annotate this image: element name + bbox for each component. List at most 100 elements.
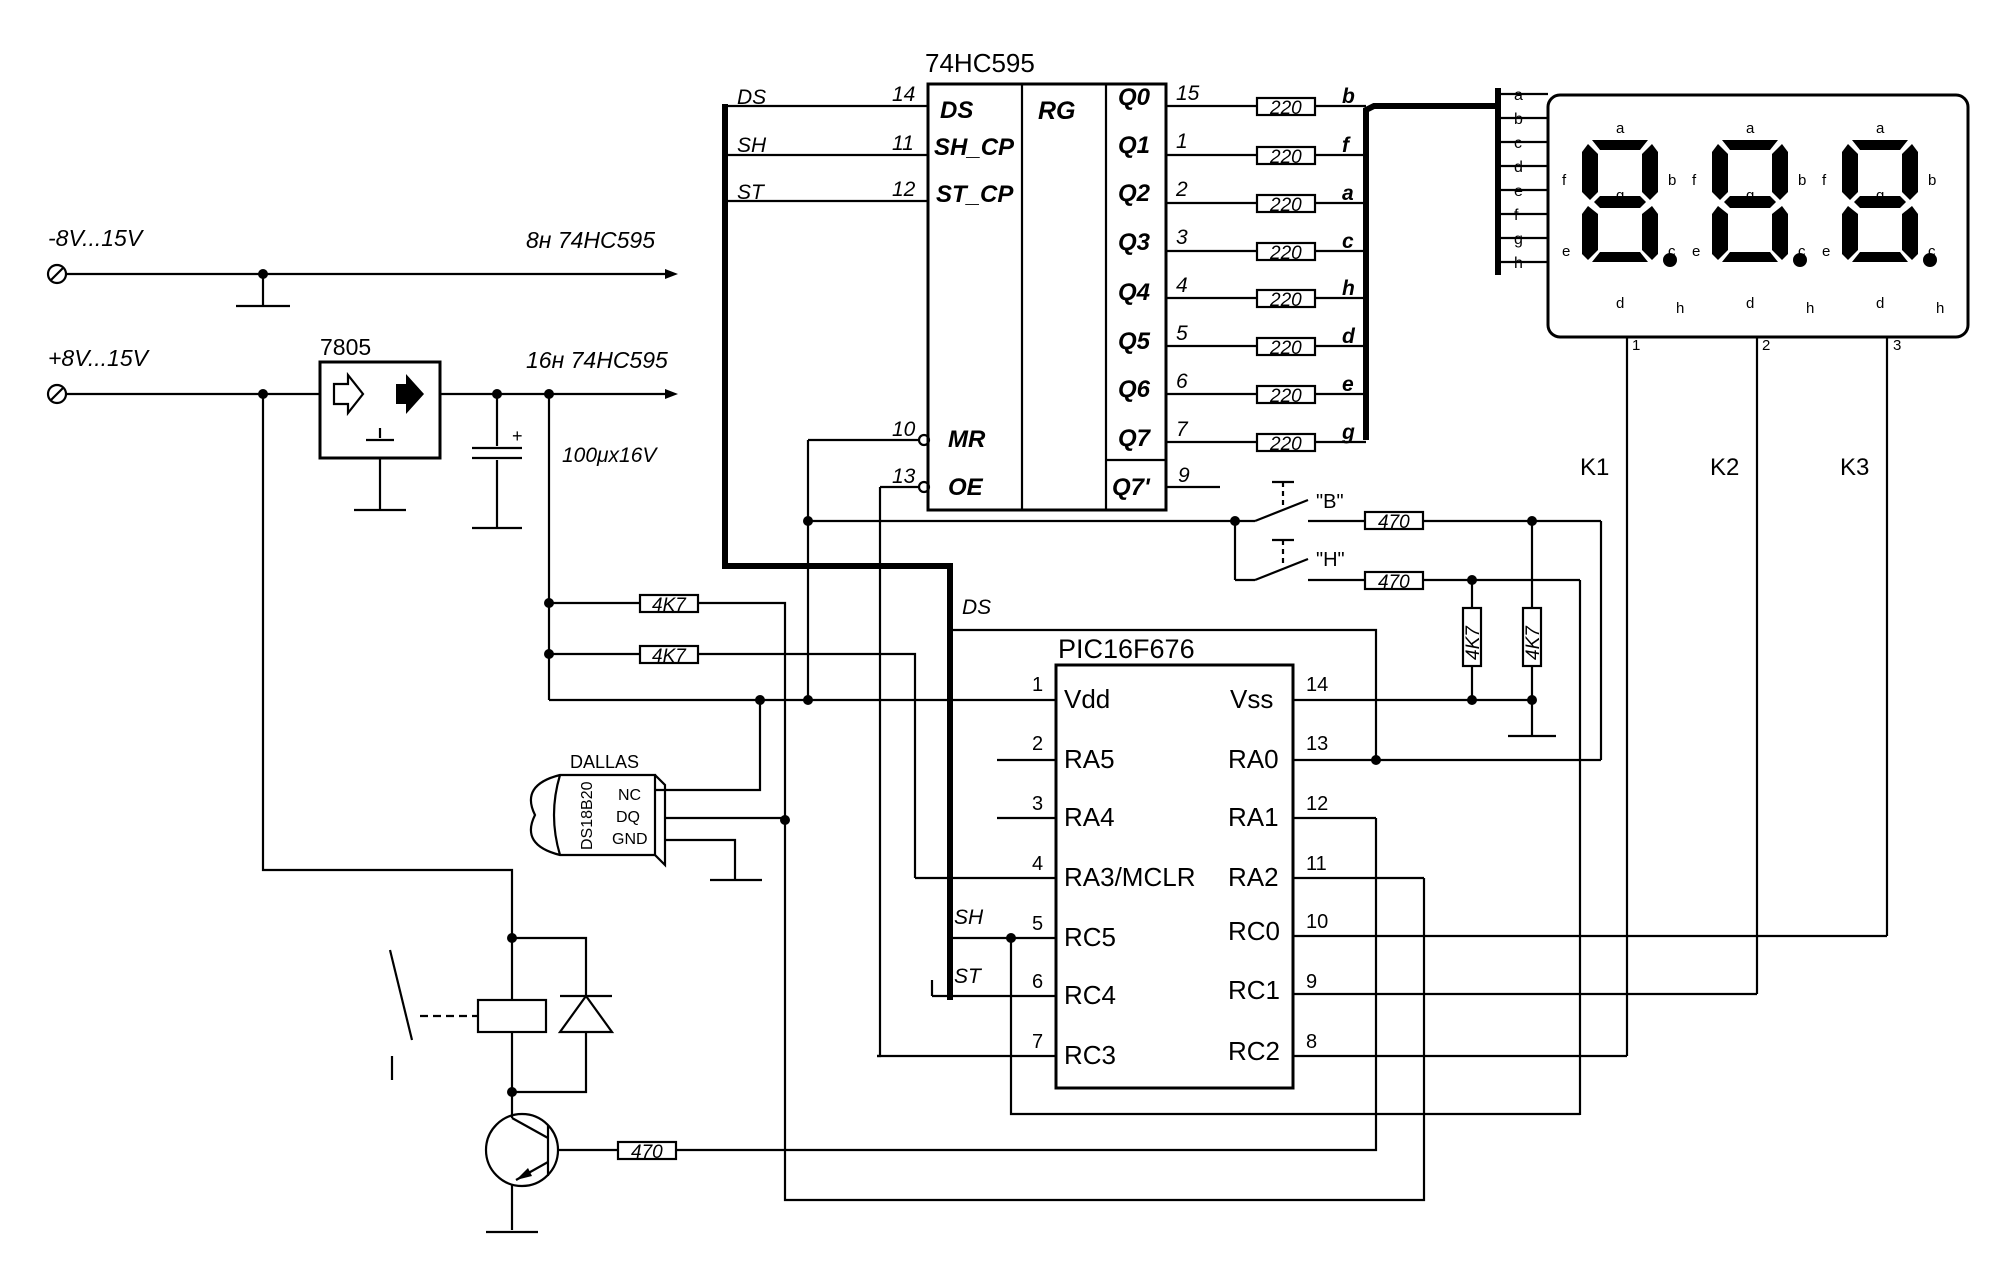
svg-text:5: 5 [1032, 913, 1043, 935]
svg-text:220: 220 [1269, 147, 1302, 168]
svg-text:11: 11 [1306, 853, 1327, 875]
svg-text:g: g [1341, 421, 1355, 444]
svg-text:RC3: RC3 [1064, 1040, 1116, 1070]
svg-text:8: 8 [1306, 1031, 1317, 1053]
shift-register-core: RG [1038, 97, 1076, 125]
svg-text:SH_CP: SH_CP [934, 134, 1015, 161]
svg-text:RA2: RA2 [1228, 862, 1279, 892]
svg-text:f: f [1562, 172, 1567, 189]
mcu-pin-ra5: 2 RA5 [997, 733, 1115, 774]
seven-segment-display: a b f g e c d h a b f g e c d h a b f g … [1546, 93, 1970, 481]
svg-text:1: 1 [1032, 674, 1043, 696]
svg-text:SH: SH [954, 906, 984, 929]
pin16-label: 16н 74HC595 [526, 347, 668, 373]
flyback-diode [512, 936, 615, 1094]
svg-text:7: 7 [1176, 418, 1189, 441]
svg-text:d: d [1876, 295, 1884, 312]
sr-pin-q4: Q4 4 220 h [1118, 274, 1366, 311]
sr-pin-mr: 10 MR [808, 418, 986, 453]
buttons: "B" 470 "H" 470 4K7 4K7 [803, 480, 1603, 1115]
filter-capacitor: + 100μx16V [472, 394, 658, 530]
svg-text:RC4: RC4 [1064, 980, 1116, 1010]
svg-text:4: 4 [1032, 853, 1043, 875]
svg-text:13: 13 [1306, 733, 1328, 755]
svg-text:10: 10 [892, 418, 916, 441]
display-digit-3: a b f g e c d h [1822, 120, 1944, 317]
svg-text:e: e [1514, 183, 1523, 200]
mcu-pic16f676: PIC16F676 1 Vdd 2 RA5 3 RA4 4 RA3/MCLR 5… [877, 634, 1887, 1090]
svg-text:a: a [1876, 120, 1885, 137]
svg-text:GND: GND [612, 831, 648, 848]
regulator-label: 7805 [320, 334, 371, 360]
svg-text:RC5: RC5 [1064, 922, 1116, 952]
relay-contact [388, 949, 414, 1041]
svg-text:220: 220 [1269, 386, 1302, 407]
pos-supply-label: +8V...15V [48, 345, 151, 371]
svg-text:4K7: 4K7 [1523, 625, 1544, 660]
segment-bus: a b c d e f g h [1363, 87, 1548, 440]
svg-text:RA5: RA5 [1064, 744, 1115, 774]
shift-register-title: 74HC595 [925, 48, 1035, 78]
svg-text:g: g [1514, 231, 1523, 248]
svg-text:h: h [1936, 300, 1944, 317]
svg-text:RC1: RC1 [1228, 975, 1280, 1005]
svg-text:2: 2 [1762, 337, 1770, 354]
svg-text:6: 6 [1176, 370, 1188, 393]
svg-text:220: 220 [1269, 338, 1302, 359]
sr-pin-ds: DS 14 DS [725, 83, 973, 124]
mcu-pin-vdd: 1 Vdd [993, 674, 1110, 714]
svg-text:g: g [1876, 187, 1884, 204]
svg-text:b: b [1798, 172, 1806, 189]
svg-text:RA3/MCLR: RA3/MCLR [1064, 862, 1195, 892]
svg-text:10: 10 [1306, 911, 1328, 933]
svg-text:c: c [1798, 243, 1806, 260]
svg-text:"H": "H" [1316, 549, 1345, 571]
svg-text:Q1: Q1 [1118, 132, 1150, 159]
mcu-pin-ra3-mclr: 4 RA3/MCLR [915, 853, 1195, 892]
common-k1-label: K1 [1580, 454, 1609, 481]
display-digit-2: a b f g e c d h [1692, 120, 1814, 317]
mcu-pin-rc2: 8 RC2 [1228, 1031, 1627, 1066]
svg-text:b: b [1342, 85, 1355, 108]
svg-text:2: 2 [1175, 178, 1188, 201]
npn-transistor: 470 [484, 818, 1378, 1234]
svg-text:a: a [1746, 120, 1755, 137]
svg-text:3: 3 [1176, 226, 1188, 249]
svg-text:12: 12 [892, 178, 916, 201]
svg-text:Q0: Q0 [1118, 84, 1151, 111]
svg-text:c: c [1514, 135, 1522, 152]
svg-text:f: f [1692, 172, 1697, 189]
svg-text:h: h [1676, 300, 1684, 317]
svg-text:MR: MR [948, 426, 986, 453]
svg-text:RA4: RA4 [1064, 802, 1115, 832]
svg-text:Q3: Q3 [1118, 229, 1151, 256]
svg-text:d: d [1746, 295, 1754, 312]
svg-text:5: 5 [1176, 322, 1188, 345]
sr-pin-st-cp: ST 12 ST_CP [725, 178, 1014, 208]
neg-supply-label: -8V...15V [48, 225, 145, 251]
svg-text:470: 470 [1378, 512, 1410, 533]
svg-text:DS: DS [962, 596, 991, 619]
svg-text:220: 220 [1269, 243, 1302, 264]
svg-text:h: h [1514, 255, 1523, 272]
regulator-7805 [318, 360, 442, 460]
svg-text:a: a [1616, 120, 1625, 137]
svg-text:3: 3 [1032, 793, 1043, 815]
svg-text:7: 7 [1032, 1031, 1043, 1053]
svg-text:ST: ST [737, 181, 766, 204]
svg-text:c: c [1928, 243, 1936, 260]
svg-text:DS: DS [940, 97, 973, 124]
svg-text:4K7: 4K7 [652, 595, 687, 616]
svg-text:9: 9 [1178, 464, 1190, 487]
svg-text:Q6: Q6 [1118, 376, 1151, 403]
svg-text:b: b [1928, 172, 1936, 189]
control-bus: DS SH ST [722, 104, 1378, 1000]
svg-text:"B": "B" [1316, 491, 1344, 513]
button-down: "H" 470 [1233, 521, 1580, 593]
pullup-network: 4K7 4K7 [544, 440, 1580, 1202]
svg-text:g: g [1616, 187, 1624, 204]
sr-pin-q3: Q3 3 220 c [1118, 226, 1366, 264]
svg-text:6: 6 [1032, 971, 1043, 993]
svg-text:11: 11 [892, 132, 914, 155]
